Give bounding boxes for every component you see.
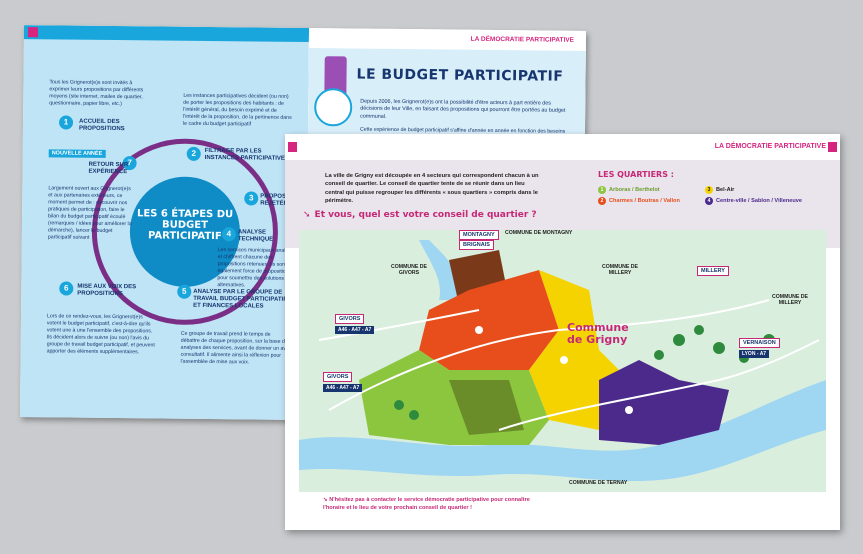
marker-icon (625, 406, 633, 414)
tag-montagny: MONTAGNY (459, 230, 499, 240)
step-number-2: 2 (186, 146, 201, 161)
river-upper (419, 240, 462, 300)
label-commune-millery-top: COMMUNE DE MILLERY (601, 264, 639, 277)
step-label-6: MISE AUX VOIX DES PROPOSITIONS (77, 283, 137, 298)
legend-label-2: Charmes / Boutras / Vallon (609, 198, 680, 204)
tag-givors-2: GIVORS (323, 372, 353, 382)
tag-givors-1: GIVORS (335, 314, 365, 324)
back-left-page: Tous les Grignerot(e)s sont invités à ex… (19, 25, 310, 421)
text-retour: Largement ouvert aux Grignerot(e)s et au… (47, 185, 132, 241)
legend-label-3: Bel-Air (716, 187, 735, 193)
new-year-label: NOUVELLE ANNÉE (48, 149, 106, 158)
legend-item-1: 1 Arboras / Berthelot (598, 186, 660, 194)
label-commune-millery-right: COMMUNE DE MILLERY (771, 294, 809, 307)
arrow-icon: ➘ (323, 497, 330, 503)
tree-icon (694, 325, 704, 335)
text-vote: Lors de ce rendez-vous, les Grignerot(e)… (46, 313, 155, 356)
road-north (318, 309, 480, 341)
tag-brignais: BRIGNAIS (459, 240, 494, 250)
arrow-icon: ➘ (303, 210, 311, 220)
budget-intro: Depuis 2006, les Grignerot(e)s ont la po… (360, 98, 566, 120)
legend-dot-1: 1 (598, 186, 606, 194)
front-brochure-spread: LA DÉMOCRATIE PARTICIPATIVE La ville de … (285, 134, 840, 530)
top-bar (23, 25, 310, 43)
tag-vernaison: VERNAISON (739, 338, 780, 348)
grigny-label: Commune de Grigny (567, 321, 629, 346)
front-intro: La ville de Grigny est découpée en 4 sec… (325, 173, 539, 205)
road-givors-1: A46 - A47 - A7 (335, 326, 375, 334)
front-footer: ➘ N'hésitez pas à contacter le service d… (323, 496, 553, 512)
page-number-marker-right (828, 142, 837, 152)
marker-icon (475, 326, 483, 334)
tree-icon (713, 342, 725, 354)
text-groupe: Ce groupe de travail prend le temps de d… (180, 330, 291, 366)
step-label-2: FILTRAGE PAR LES INSTANCES PARTICIPATIVE… (204, 147, 289, 162)
legend-item-3: 3 Bel-Air (705, 186, 734, 194)
legend-dot-3: 3 (705, 186, 713, 194)
footer-text: N'hésitez pas à contacter le service dém… (323, 497, 530, 512)
tree-icon (673, 334, 685, 346)
road-vernaison: LYON - A7 (739, 350, 770, 358)
quartier-2-zone (419, 270, 559, 370)
back-header: LA DÉMOCRATIE PARTICIPATIVE (470, 35, 574, 44)
text-invite: Tous les Grignerot(e)s sont invités à ex… (49, 79, 144, 108)
legend-label-4: Centre-ville / Sablon / Villeneuve (716, 198, 803, 204)
tag-millery: MILLERY (697, 266, 729, 276)
page-number-marker (27, 27, 39, 38)
page-number-marker-left (288, 142, 297, 152)
text-instances: Les instances participatives décident (o… (183, 92, 292, 128)
tree-icon (409, 410, 419, 420)
step-number-4: 4 (221, 227, 236, 242)
label-commune-ternay: COMMUNE DE TERNAY (569, 480, 628, 486)
quartier-question: ➘Et vous, quel est votre conseil de quar… (303, 210, 537, 220)
marker-icon (560, 356, 568, 364)
quartiers-map: COMMUNE DE MONTAGNY COMMUNE DE GIVORS CO… (299, 230, 826, 492)
label-commune-givors: COMMUNE DE GIVORS (390, 264, 428, 277)
legend-label-1: Arboras / Berthelot (609, 187, 660, 193)
river-rhone (299, 380, 826, 482)
legend-dot-4: 4 (705, 197, 713, 205)
map-svg (299, 230, 826, 492)
step-label-1: ACCUEIL DES PROPOSITIONS (78, 118, 125, 133)
step-number-1: 1 (58, 115, 74, 130)
step-label-5: ANALYSE PAR LE GROUPE DE TRAVAIL BUDGET … (193, 288, 287, 310)
budget-title: LE BUDGET PARTICIPATIF (356, 66, 564, 85)
step-label-7: RETOUR SUR EXPÉRIENCE (88, 161, 129, 176)
label-commune-montagny: COMMUNE DE MONTAGNY (505, 230, 573, 236)
step-number-5: 5 (177, 284, 192, 299)
legend-item-2: 2 Charmes / Boutras / Vallon (598, 197, 680, 205)
legend-item-4: 4 Centre-ville / Sablon / Villeneuve (705, 197, 802, 205)
tree-icon (394, 400, 404, 410)
road-givors-2: A46 - A47 - A7 (323, 384, 363, 392)
zone-olive (449, 380, 524, 435)
road-east (498, 339, 820, 431)
quartier-4-zone (599, 360, 729, 445)
legend-dot-2: 2 (598, 197, 606, 205)
tree-icon (654, 350, 664, 360)
step-number-6: 6 (59, 281, 74, 296)
front-header: LA DÉMOCRATIE PARTICIPATIVE (714, 143, 826, 150)
question-text: Et vous, quel est votre conseil de quart… (314, 210, 537, 220)
legend-title: LES QUARTIERS : (598, 170, 674, 179)
circle-icon (314, 88, 353, 127)
step-number-3: 3 (244, 191, 259, 206)
road-main (328, 299, 770, 411)
